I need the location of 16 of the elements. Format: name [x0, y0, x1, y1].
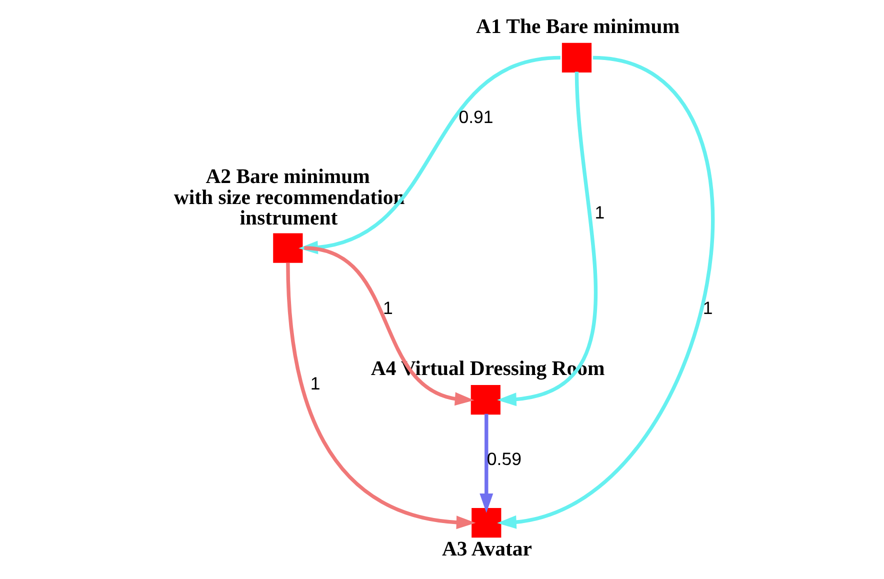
arrow [304, 246, 474, 406]
node-box [273, 233, 303, 263]
edge-label: 1 [702, 298, 713, 318]
node-box [470, 385, 500, 415]
node-box [562, 42, 592, 73]
node-label: A1 The Bare minimum [476, 16, 680, 38]
edge-label: 1 [382, 298, 393, 318]
edge-label: 1 [310, 374, 320, 394]
edge-label: 0.91 [458, 107, 494, 128]
arrow [286, 262, 476, 530]
node-label: A3 Avatar [442, 538, 532, 561]
arrow [480, 414, 494, 513]
arrow [497, 72, 598, 406]
arrow [497, 56, 715, 529]
edge-label: 1 [594, 202, 605, 223]
node-box [472, 508, 502, 538]
